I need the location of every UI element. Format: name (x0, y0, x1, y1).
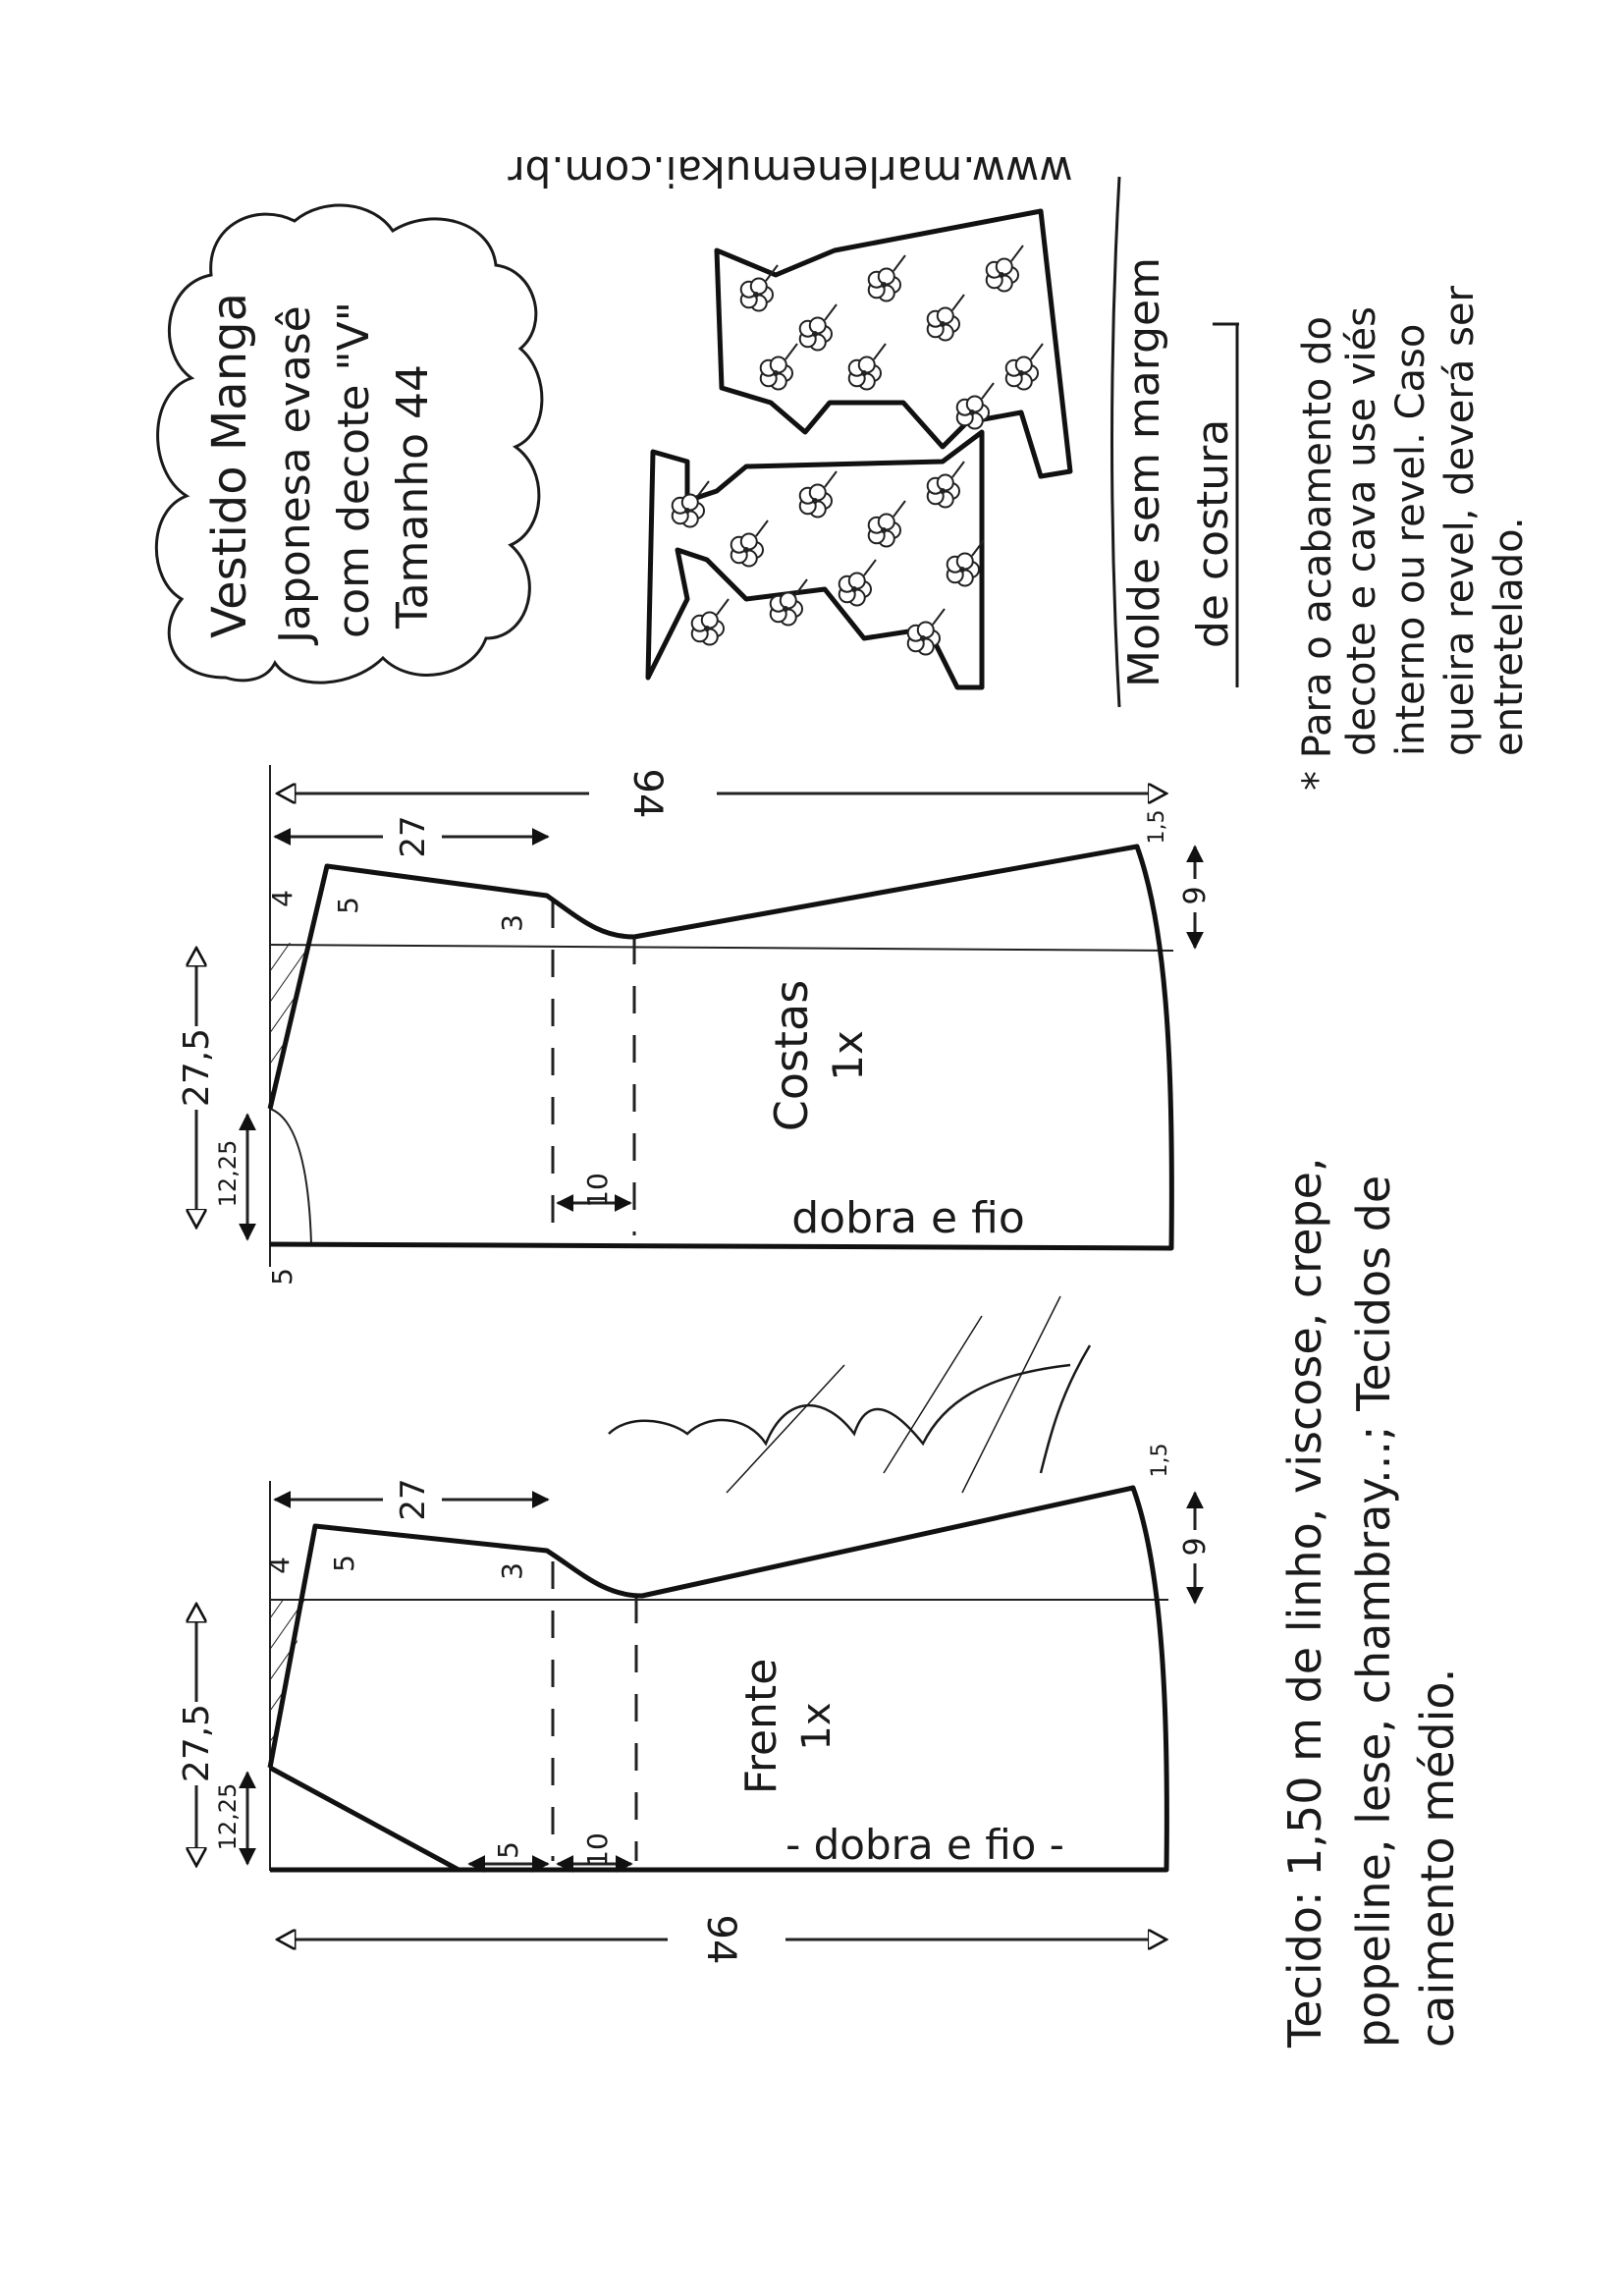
front-width-label: 27,5 (177, 1704, 217, 1782)
finishing-line-3: interno ou revel. Caso (1388, 324, 1434, 756)
flower-icon (926, 294, 965, 342)
back-shoulder-label: 27 (394, 815, 433, 857)
front-shoulder-label: 27 (394, 1478, 433, 1520)
back-hem-flare-label: 9 (1178, 886, 1213, 904)
label-bg (1183, 879, 1209, 912)
signature (608, 1295, 1092, 1494)
back-hem-rise-label: 1,5 (1145, 810, 1169, 845)
fabric-line-1: Tecido: 1,50 m de linho, viscose, crepe, (1278, 1157, 1331, 2049)
finishing-line-4: queira revel, deverá ser (1437, 285, 1483, 756)
back-neck-drop-label: 4 (266, 890, 298, 907)
front-neck-drop-label: 4 (263, 1557, 296, 1574)
back-fold-offset-label: 5 (266, 1268, 298, 1285)
front-length-label: 94 (698, 1915, 743, 1965)
flower-icon (690, 598, 730, 646)
flower-icon (867, 500, 906, 548)
front-hem-flare-label: 9 (1178, 1537, 1213, 1556)
fabric-note: Tecido: 1,50 m de linho, viscose, crepe,… (1278, 1157, 1464, 2049)
back-sleeve-drop-label: 3 (496, 914, 528, 932)
label-bg (177, 1026, 216, 1110)
fabric-line-3: caimento médio. (1411, 1668, 1464, 2048)
front-v-offset-label: 5 (492, 1841, 524, 1859)
finishing-note: * Para o acabamento do decote e cava use… (1295, 285, 1532, 791)
finishing-line-2: decote e cava use viés (1339, 306, 1384, 756)
signature-flourish (726, 1295, 1061, 1494)
label-bg (1183, 1530, 1209, 1563)
front-fold-label: - dobra e fio - (785, 1821, 1064, 1869)
back-piece-name: Costas (765, 980, 818, 1131)
flower-icon (955, 382, 995, 430)
front-underarm-label: 10 (581, 1832, 614, 1868)
label-bg (177, 1702, 216, 1785)
front-neck-width-label: 5 (328, 1555, 360, 1572)
molde-line-2: de costura (1188, 419, 1238, 648)
finishing-line-5: entretelado. (1487, 517, 1532, 756)
flower-icon (798, 470, 838, 519)
fabric-line-2: popeline, lese, chambray...; Tecidos de (1347, 1175, 1400, 2048)
back-underarm-label: 10 (581, 1173, 614, 1208)
label-bg (383, 1483, 442, 1516)
flower-icon (798, 303, 838, 352)
flower-icon (739, 264, 779, 312)
back-length-label: 94 (624, 769, 670, 819)
flower-icon (847, 343, 887, 391)
finishing-line-1: * Para o acabamento do (1295, 316, 1340, 791)
website-url: www.marlenemukai.com.br (508, 147, 1073, 195)
title-line-3: com decote "V" (329, 301, 379, 638)
back-width-label: 27,5 (177, 1028, 217, 1107)
molde-line-1: Molde sem margem (1119, 257, 1169, 687)
flower-icon (946, 539, 985, 587)
front-pattern-piece: 94 27 27,5 12,25 4 5 3 1,5 9 5 10 Frente… (177, 1444, 1213, 1965)
front-hem-rise-label: 1,5 (1148, 1444, 1172, 1478)
cloud-outline (154, 203, 544, 684)
flower-icon (769, 578, 808, 627)
back-fold-label: dobra e fio (791, 1193, 1025, 1243)
back-neck-width-label: 5 (332, 897, 364, 914)
title-cloud: Vestido Manga Japonesa evasê com decote … (154, 203, 544, 684)
front-neck-depth-label: 12,25 (214, 1783, 242, 1851)
title-line-4: Tamanho 44 (388, 364, 438, 629)
label-bg (668, 1920, 785, 1959)
front-piece-name: Frente (736, 1659, 786, 1795)
flower-icon (671, 480, 710, 528)
flower-icon (906, 608, 946, 656)
dress-illustration (645, 208, 1073, 690)
back-piece-qty: 1x (824, 1030, 872, 1081)
label-bg (589, 776, 717, 811)
title-line-2: Japonesa evasê (270, 305, 320, 646)
title-line-1: Vestido Manga (202, 293, 257, 638)
front-sleeve-drop-label: 3 (496, 1562, 528, 1580)
flower-icon (838, 559, 877, 607)
back-neck-depth-label: 12,25 (214, 1140, 242, 1208)
back-outline (267, 844, 1174, 1251)
flower-icon (985, 245, 1024, 293)
back-neckline-hatch (269, 1107, 313, 1245)
flower-icon (926, 461, 965, 509)
flower-icon (730, 519, 769, 568)
flower-icon (759, 343, 798, 391)
signature-stroke (608, 1344, 1092, 1474)
front-piece-qty: 1x (794, 1702, 839, 1750)
molde-note: Molde sem margem de costura (1110, 176, 1239, 708)
molde-brackets (1110, 176, 1239, 708)
flower-icon (1004, 343, 1044, 391)
dress-back-sketch (714, 208, 1073, 479)
flower-print (671, 245, 1044, 656)
flower-icon (867, 254, 906, 302)
front-outline (267, 1485, 1169, 1873)
front-v-neck-line (268, 1765, 460, 1873)
label-bg (383, 820, 442, 853)
back-pattern-piece: 94 27 27,5 12,25 4 5 3 1,5 9 10 5 Costas… (177, 765, 1213, 1285)
back-bust-line (269, 944, 1174, 952)
